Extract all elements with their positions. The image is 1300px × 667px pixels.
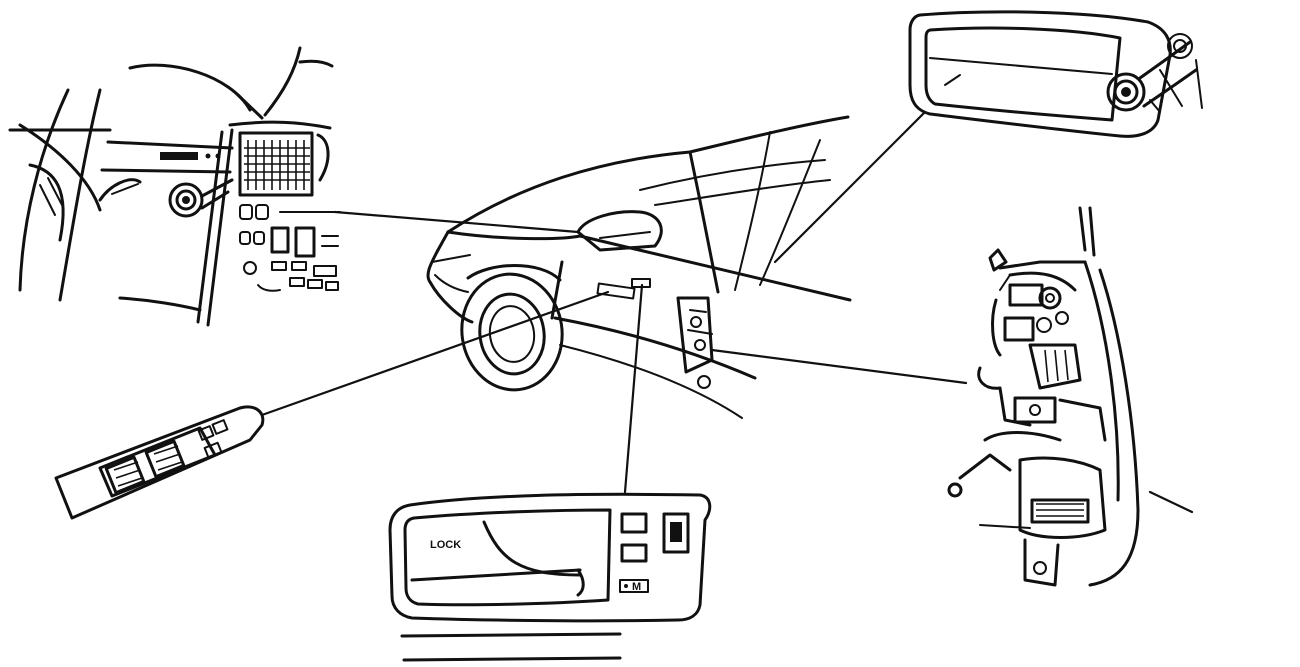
leader-door-lock — [710, 348, 968, 385]
dashboard-ignition — [8, 46, 341, 327]
power-window-master-switch — [54, 405, 265, 520]
leader-window-switch — [260, 290, 610, 417]
leader-outer-handle — [773, 110, 927, 264]
inside-door-handle-lock-switch: M LOCK — [388, 492, 712, 662]
lock-label: LOCK — [430, 539, 461, 551]
door-lock-actuator — [947, 206, 1140, 587]
leader-inner-handle — [623, 283, 644, 494]
outside-door-handle-key-cylinder — [908, 10, 1203, 138]
leader-lock-tail — [1148, 490, 1194, 514]
car-front-view — [426, 115, 852, 419]
leader-dashboard — [333, 210, 580, 234]
leader-lines — [260, 110, 1194, 514]
mini-label: M — [632, 581, 641, 593]
